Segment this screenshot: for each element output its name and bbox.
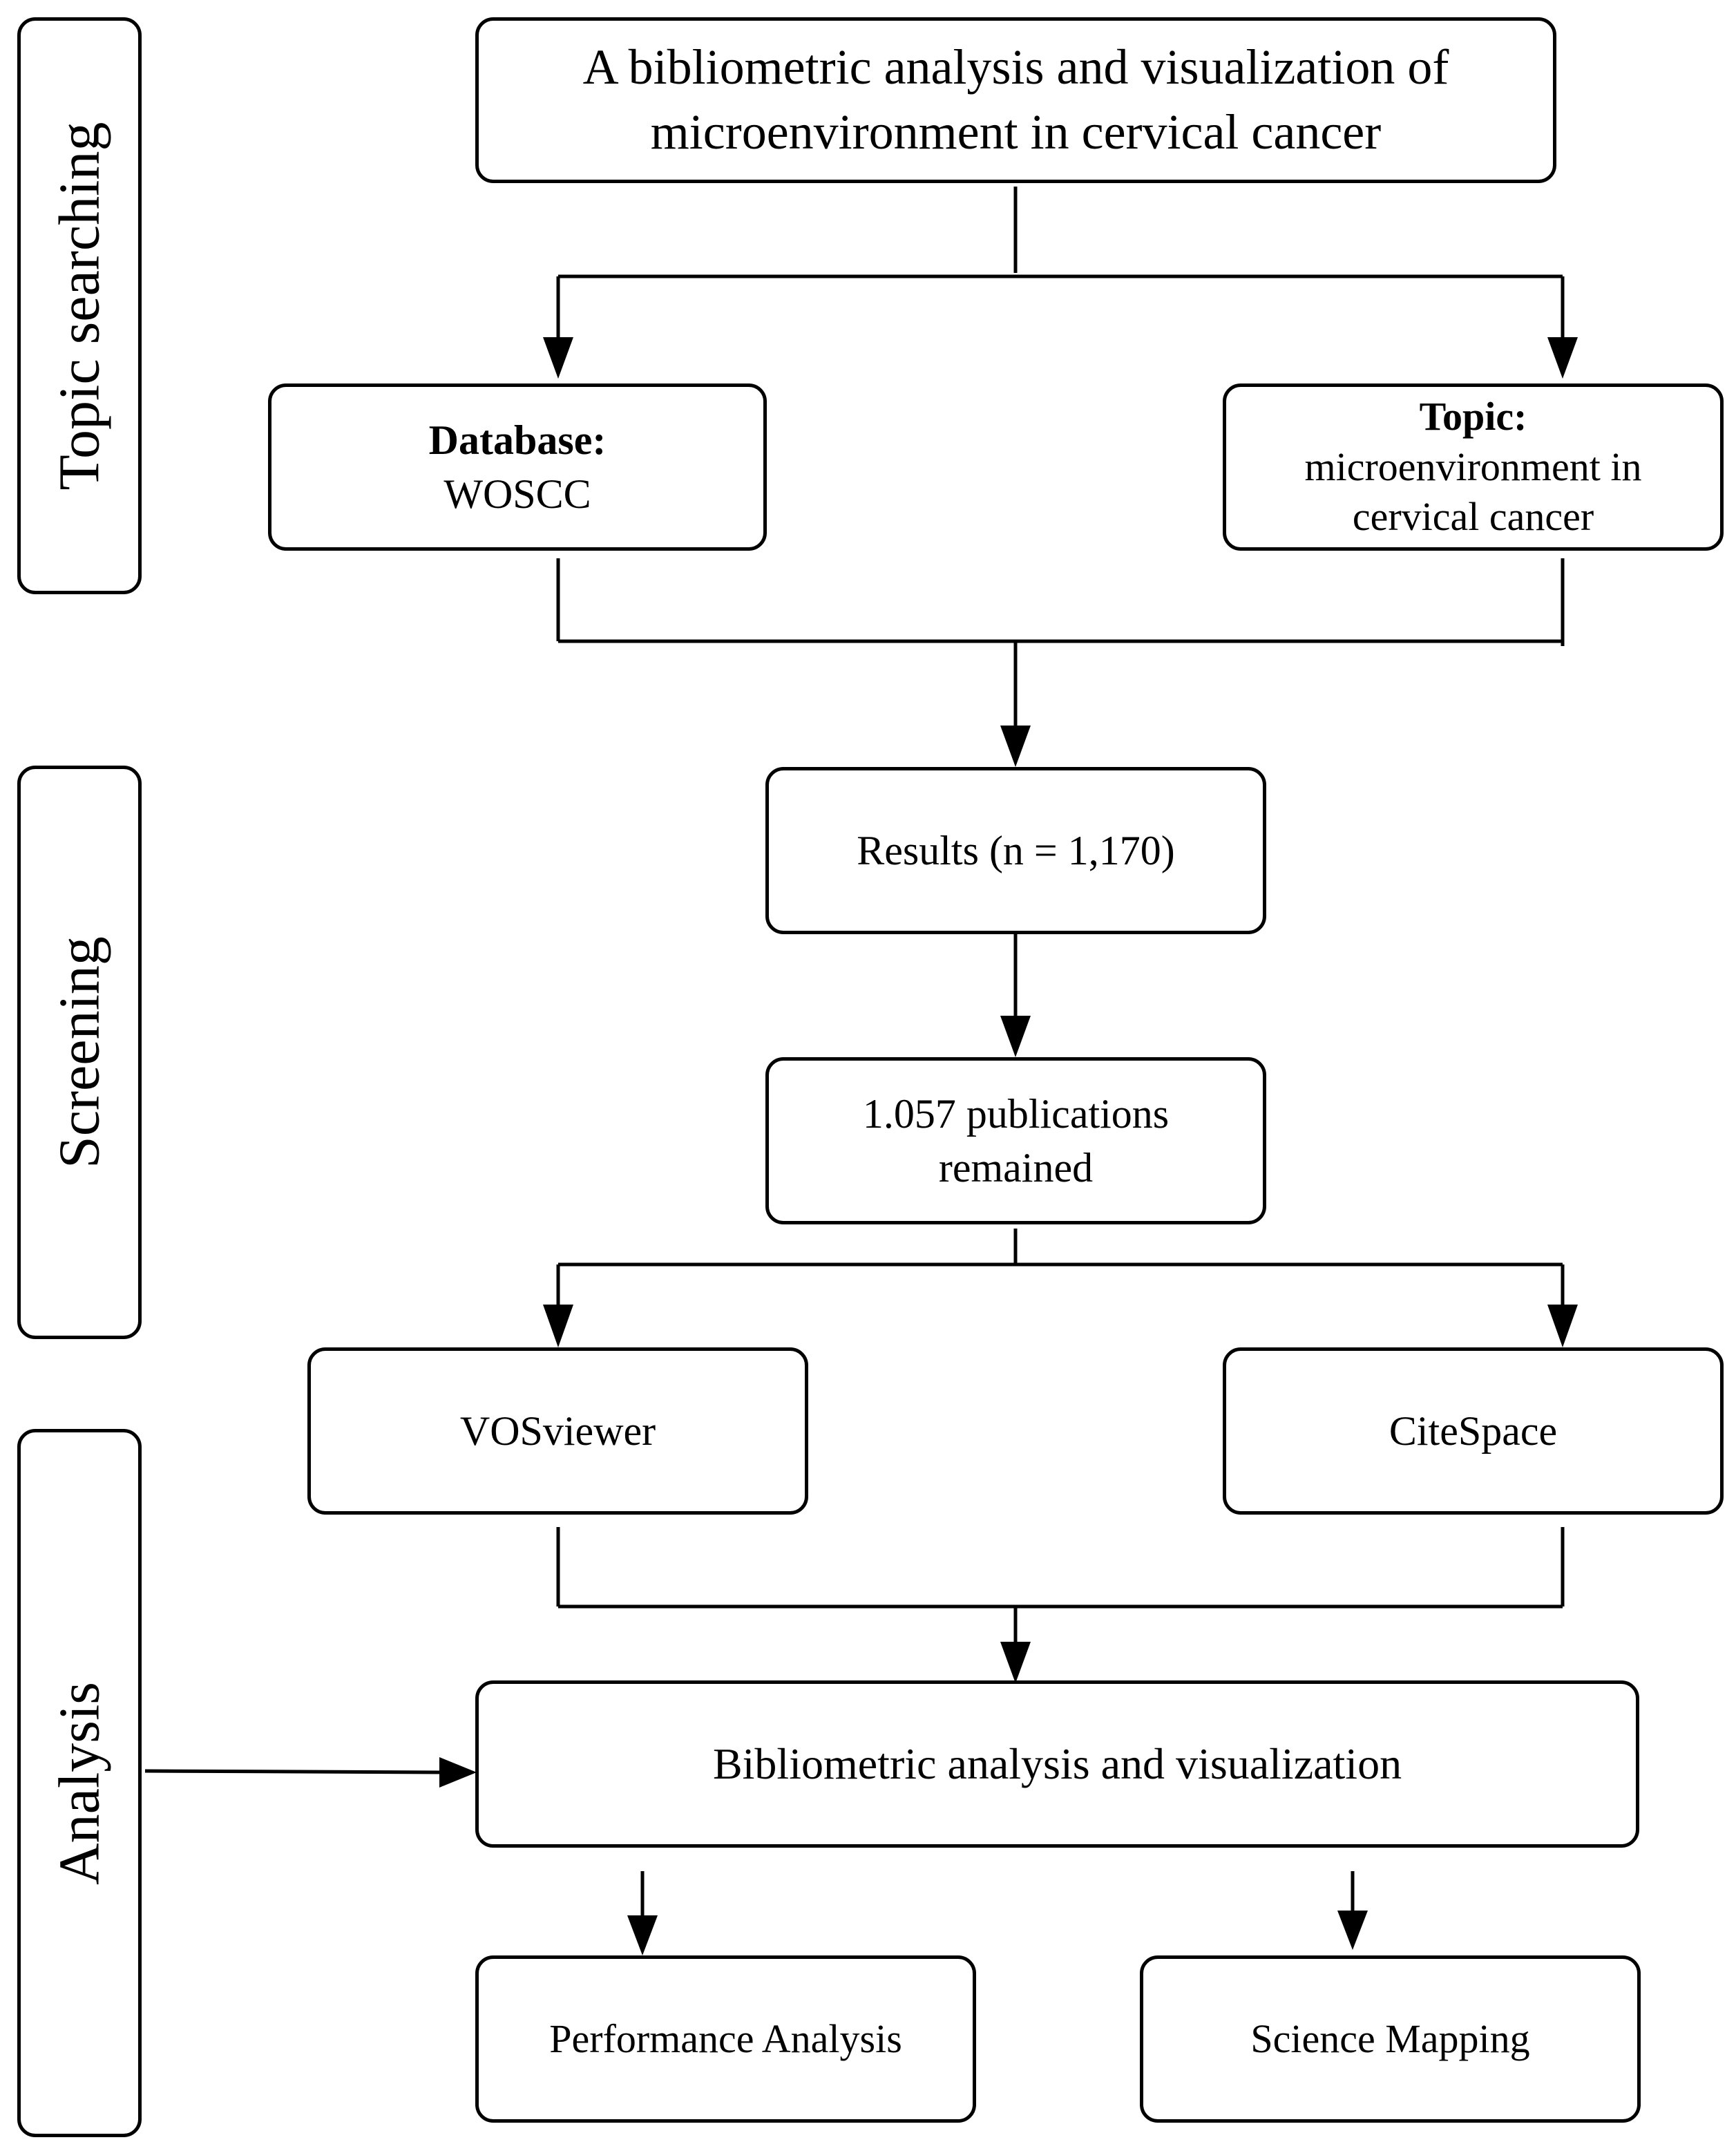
- main-title-line2: microenvironment in cervical cancer: [650, 104, 1382, 160]
- science-mapping-label: Science Mapping: [1250, 2016, 1530, 2061]
- database-label: Database:: [428, 417, 607, 463]
- arrowhead-to-topic: [1547, 337, 1578, 379]
- node-remained: 1.057 publications remained: [765, 1057, 1266, 1224]
- topic-label: Topic:: [1419, 394, 1527, 439]
- topic-line2: cervical cancer: [1352, 494, 1594, 540]
- database-value: WOSCC: [443, 471, 591, 517]
- arrowhead-analysis-side: [439, 1757, 477, 1788]
- arrowhead-to-bibliometric: [1000, 1642, 1031, 1683]
- arrowhead-to-citespace: [1547, 1305, 1578, 1347]
- phase-topic-searching-label: Topic searching: [47, 122, 112, 490]
- main-title-line1: A bibliometric analysis and visualizatio…: [582, 39, 1449, 95]
- citespace-label: CiteSpace: [1389, 1408, 1558, 1454]
- phase-analysis: Analysis: [17, 1429, 142, 2137]
- node-science-mapping: Science Mapping: [1140, 1955, 1641, 2123]
- performance-label: Performance Analysis: [549, 2016, 902, 2061]
- node-main-title: A bibliometric analysis and visualizatio…: [475, 17, 1556, 183]
- node-results: Results (n = 1,170): [765, 767, 1266, 934]
- node-topic: Topic: microenvironment in cervical canc…: [1223, 383, 1724, 551]
- arrowhead-to-vosviewer: [543, 1305, 573, 1347]
- arrowhead-to-performance: [627, 1915, 658, 1955]
- node-vosviewer: VOSviewer: [307, 1347, 808, 1515]
- node-bibliometric: Bibliometric analysis and visualization: [475, 1680, 1639, 1848]
- phase-topic-searching: Topic searching: [17, 17, 142, 594]
- remained-line1: 1.057 publications: [862, 1091, 1170, 1137]
- analysis-side-line: [144, 1769, 443, 1774]
- results-label: Results (n = 1,170): [857, 828, 1175, 873]
- phase-screening: Screening: [17, 766, 142, 1339]
- node-performance: Performance Analysis: [475, 1955, 976, 2123]
- arrowhead-to-database: [543, 337, 573, 379]
- node-citespace: CiteSpace: [1223, 1347, 1724, 1515]
- node-database: Database: WOSCC: [268, 383, 767, 551]
- arrowhead-to-science-mapping: [1337, 1911, 1368, 1950]
- phase-analysis-label: Analysis: [47, 1681, 112, 1885]
- vosviewer-label: VOSviewer: [459, 1408, 656, 1454]
- arrowhead-to-results: [1000, 726, 1031, 767]
- arrowhead-to-remained: [1000, 1016, 1031, 1057]
- remained-line2: remained: [938, 1145, 1094, 1191]
- topic-line1: microenvironment in: [1304, 444, 1642, 489]
- phase-screening-label: Screening: [47, 936, 112, 1168]
- bibliometric-label: Bibliometric analysis and visualization: [712, 1739, 1402, 1788]
